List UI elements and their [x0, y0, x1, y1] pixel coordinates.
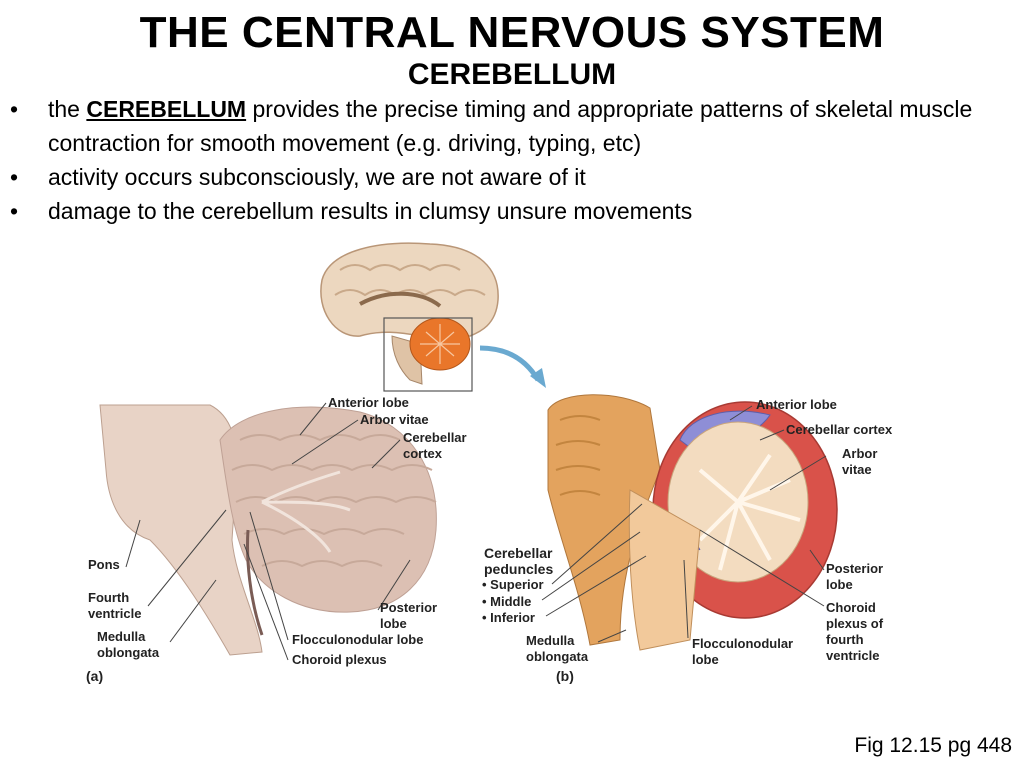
bullet-dot: • [10, 164, 19, 190]
label-choroid-b-4: ventricle [826, 648, 879, 663]
zoom-arrow-icon [479, 345, 541, 382]
panel-b-labels: Anterior lobe Cerebellar cortex Arbor vi… [482, 397, 893, 684]
label-cerebellar-cortex-a-2: cortex [403, 446, 443, 461]
bullet-item: • activity occurs subconsciously, we are … [10, 160, 1010, 194]
panel-b-illustration [547, 394, 838, 651]
label-choroid-b: Choroid [826, 600, 876, 615]
label-inferior: • Inferior [482, 610, 535, 625]
label-arbor-vitae-b-2: vitae [842, 462, 872, 477]
panel-b-tag: (b) [556, 668, 574, 684]
label-fourth-ventricle-2: ventricle [88, 606, 141, 621]
bullet-text-pre: the [48, 96, 87, 122]
label-posterior-lobe-b: Posterior [826, 561, 883, 576]
label-choroid-plexus-a: Choroid plexus [292, 652, 387, 667]
label-cerebellar-cortex-b: Cerebellar cortex [786, 422, 893, 437]
label-medulla-a-2: oblongata [97, 645, 160, 660]
label-anterior-lobe-a: Anterior lobe [328, 395, 409, 410]
figure-caption: Fig 12.15 pg 448 [854, 734, 1012, 757]
label-flocculonodular-b: Flocculonodular [692, 636, 793, 651]
label-arbor-vitae-a: Arbor vitae [360, 412, 429, 427]
bullet-dot: • [10, 198, 19, 224]
label-posterior-lobe-a: Posterior [380, 600, 437, 615]
bullet-text: activity occurs subconsciously, we are n… [48, 164, 586, 190]
slide-title: THE CENTRAL NERVOUS SYSTEM [139, 8, 885, 57]
label-middle: • Middle [482, 594, 531, 609]
label-medulla-a: Medulla [97, 629, 146, 644]
brain-sagittal-thumbnail [320, 242, 499, 392]
cerebellum-figure: Anterior lobe Arbor vitae Cerebellar cor… [86, 242, 893, 684]
label-flocculonodular-b-2: lobe [692, 652, 719, 667]
label-posterior-lobe-a-2: lobe [380, 616, 407, 631]
bullet-list: • the CEREBELLUM provides the precise tim… [10, 92, 1010, 228]
panel-a-labels: Anterior lobe Arbor vitae Cerebellar cor… [86, 395, 467, 684]
label-medulla-b-2: oblongata [526, 649, 589, 664]
bullet-emphasis: CEREBELLUM [86, 96, 247, 122]
label-anterior-lobe-b: Anterior lobe [756, 397, 837, 412]
label-pons: Pons [88, 557, 120, 572]
label-posterior-lobe-b-2: lobe [826, 577, 853, 592]
label-medulla-b: Medulla [526, 633, 575, 648]
panel-a-leader-lines [125, 402, 411, 661]
panel-b-leader-lines [541, 405, 827, 643]
label-cerebellar-peduncles: Cerebellar [484, 545, 553, 561]
label-cerebellar-peduncles-2: peduncles [484, 561, 553, 577]
zoom-arrow-head-icon [530, 368, 546, 388]
label-superior: • Superior [482, 577, 544, 592]
label-choroid-b-3: fourth [826, 632, 864, 647]
slide-subtitle: CEREBELLUM [407, 58, 617, 91]
bullet-item: • damage to the cerebellum results in clu… [10, 194, 1010, 228]
bullet-dot: • [10, 96, 19, 122]
bullet-text-post: provides the precise timing and appropri… [48, 96, 973, 156]
bullet-text: damage to the cerebellum results in clum… [48, 198, 693, 224]
label-fourth-ventricle: Fourth [88, 590, 129, 605]
bullet-item: • the CEREBELLUM provides the precise tim… [10, 92, 1010, 160]
label-arbor-vitae-b: Arbor [842, 446, 877, 461]
label-choroid-b-2: plexus of [826, 616, 884, 631]
panel-a-tag: (a) [86, 668, 103, 684]
label-cerebellar-cortex-a: Cerebellar [403, 430, 467, 445]
label-flocculonodular-a: Flocculonodular lobe [292, 632, 423, 647]
